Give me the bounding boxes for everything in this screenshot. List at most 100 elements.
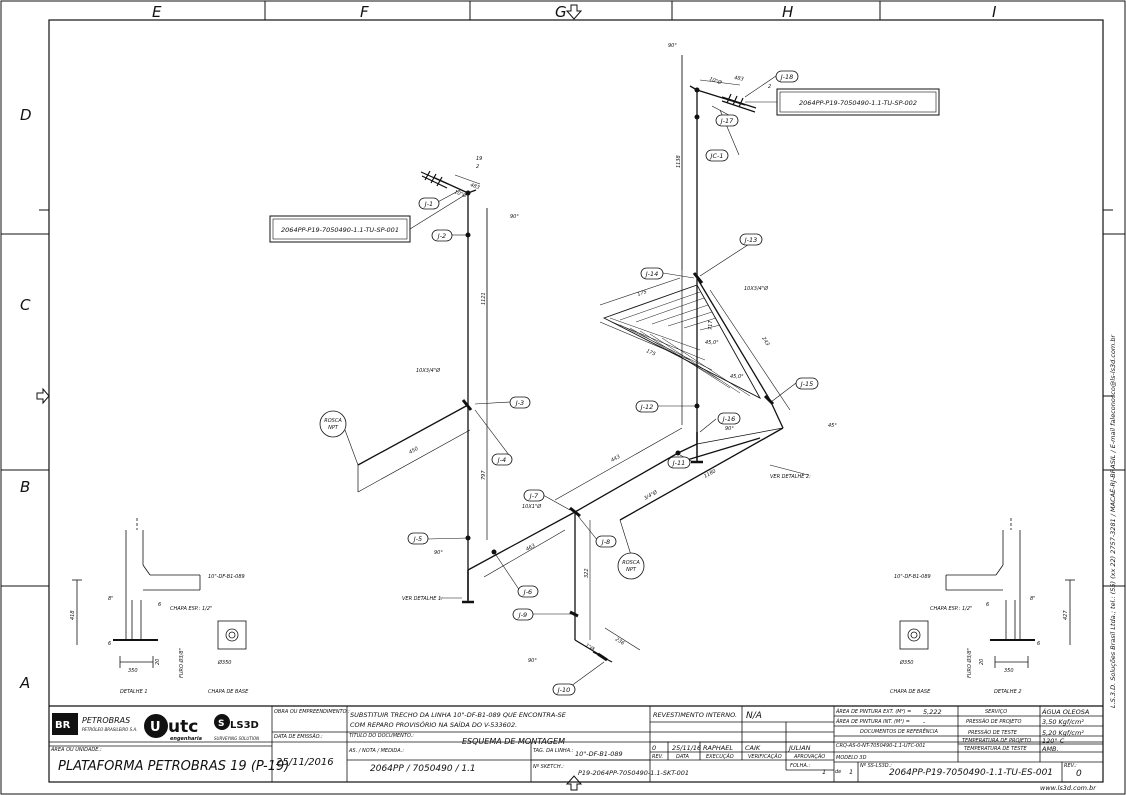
angle-45-2: 45,0°	[730, 374, 744, 380]
br-logo-icon: BR	[55, 720, 71, 731]
petrobras-sub: PETRÓLEO BRASILEIRO S.A.	[82, 727, 138, 732]
rev-row-exec: RAPHAEL	[703, 744, 733, 752]
ls3d-name: LS3D	[230, 720, 259, 731]
dim-1180: 1180	[703, 468, 717, 479]
reducer-note-1: 10X3/4"Ø	[416, 367, 441, 374]
side-contact-text: L.S.3.D. Soluções Brasil Ltda.; tel.: (5…	[1108, 334, 1117, 708]
data-label: DATA DE EMISSÃO.:	[274, 733, 323, 740]
callout-j-17: J-17	[719, 117, 734, 125]
zone-b: B	[20, 478, 30, 496]
pintura-ext-value: 5,222	[923, 708, 942, 716]
rev-head-rev: REV.	[652, 754, 663, 760]
callout-j-3: J-3	[514, 399, 524, 407]
left-arrow-icon	[36, 387, 50, 405]
area-label: ÁREA OU UNIDADE.:	[50, 746, 102, 753]
spool-002-label: 2064PP-P19-7050490-1.1-TU-SP-002	[799, 99, 917, 107]
dim-483-b: 483	[734, 75, 744, 83]
detail-1-line: 10"-DF-B1-089	[208, 574, 245, 580]
as-value: 2064PP / 7050490 / 1.1	[370, 764, 476, 774]
tp-label: TEMPERATURA DE PROJETO	[962, 738, 1031, 744]
detail-2-texts: 10"-DF-B1-089 8" 427 CHAPA ESP.: 1/2" 35…	[890, 574, 1069, 695]
centering-arrows	[36, 4, 583, 791]
callout-j-4: J-4	[496, 456, 506, 464]
tag-label: TAG. DA LINHA.:	[533, 748, 574, 754]
zone-d: D	[20, 106, 32, 124]
utc-logo: U	[144, 714, 168, 738]
dim-463: 463	[525, 543, 536, 553]
callout-j-8: J-8	[600, 538, 610, 546]
detail-2-size: 8"	[1030, 596, 1035, 602]
gasket-qty-2b: 2	[768, 84, 771, 90]
rev-row-rev: 0	[652, 744, 656, 752]
detail-1-title: DETALHE 1	[120, 689, 148, 695]
bottom-arrow-icon	[565, 775, 583, 791]
angle-90-4: 90°	[725, 426, 734, 432]
spool-tags	[269, 88, 940, 243]
callout-j-9: J-9	[517, 611, 527, 619]
pt-value: 5,20 Kgf/cm²	[1042, 729, 1084, 737]
detail-2-dia: Ø350	[899, 659, 913, 666]
rosca-label-1: ROSCA	[324, 418, 342, 424]
angle-90-2: 90°	[434, 550, 443, 556]
zone-h: H	[782, 3, 793, 21]
detail-2-thk: 20	[979, 659, 985, 665]
callout-j-10: J-10	[556, 686, 571, 694]
gasket-qty-2a: 2	[476, 164, 479, 170]
docs-label: DOCUMENTOS DE REFERÊNCIA	[860, 727, 939, 735]
pp-label: PRESSÃO DE PROJETO	[966, 718, 1021, 725]
dim-236: 236	[614, 637, 625, 647]
see-detail-2: VER DETALHE 2:	[770, 474, 811, 480]
rev-head-verif: VERIFICAÇÃO	[748, 753, 782, 760]
pipe-size-10-a: 10"Ø	[453, 188, 468, 199]
piping-lines	[357, 55, 784, 659]
utc-name: utc	[168, 717, 198, 737]
dim-797: 797	[481, 470, 487, 480]
pt-label: PRESSÃO DE TESTE	[968, 729, 1018, 736]
detail-2	[899, 518, 1075, 668]
joint-callout-labels: J-1 J-2 J-3 J-4 J-5 J-6 J-7 J-8 J-9 J-10…	[412, 73, 813, 694]
zone-f: F	[360, 3, 369, 21]
thread-markers	[319, 410, 645, 580]
dim-450: 450	[408, 446, 419, 456]
detail-1-weld-b: 6	[108, 641, 111, 647]
detail-2-line: 10"-DF-B1-089	[894, 574, 931, 580]
obra-line-1: SUBSTITUIR TRECHO DA LINHA 10"-DF-B1-089…	[350, 711, 567, 719]
reducer-note-3: 10X1"Ø	[522, 503, 542, 510]
utc-logo-icon: U	[150, 720, 161, 735]
callout-j-7: J-7	[528, 492, 539, 500]
as-label: AS. / NOTA / MEDIDA.:	[348, 748, 404, 754]
dim-322: 322	[584, 568, 590, 578]
detail-1-dia: Ø350	[217, 659, 231, 666]
pintura-int-value: -	[923, 718, 926, 726]
npt-label-2: NPT	[626, 567, 637, 573]
joint-callouts	[407, 70, 819, 696]
servico-label: SERVIÇO	[985, 709, 1007, 715]
zone-a: A	[19, 674, 30, 692]
angle-45-1: 45,0°	[705, 340, 719, 346]
detail-1-base-title: CHAPA DE BASE	[208, 689, 249, 695]
pipe-supports	[462, 432, 703, 604]
callout-j-6: J-6	[522, 588, 532, 596]
revest-value: N/A	[746, 711, 762, 721]
angle-90-1: 90°	[510, 214, 519, 220]
callout-j-1: J-1	[423, 200, 433, 208]
rev-head-aprov: APROVAÇÃO	[793, 753, 825, 760]
doc-2: MODELO 3D	[836, 755, 867, 761]
pipe-size-1: 1"Ø	[584, 642, 597, 653]
callout-j-2: J-2	[436, 232, 446, 240]
utc-sub: engenharia	[170, 736, 203, 742]
reducer-note-2: 10X3/4"Ø	[744, 285, 769, 292]
servico-value: ÁGUA OLEOSA	[1041, 707, 1089, 716]
revest-label: REVESTIMENTO INTERNO.	[653, 711, 737, 719]
area-value: PLATAFORMA PETROBRAS 19 (P-19)	[58, 759, 289, 774]
zone-g: G	[555, 3, 567, 21]
callout-j-13: J-13	[743, 236, 758, 244]
pipe-size-10-b: 10"Ø	[708, 75, 723, 86]
rev-row-verif: CAIK	[745, 744, 761, 752]
tt-label: TEMPERATURA DE TESTE	[964, 746, 1027, 752]
dim-1121: 1121	[481, 292, 487, 305]
dim-175-a: 175	[637, 289, 648, 298]
detail-1-thk: 20	[155, 659, 161, 665]
zone-letters: E F G H I D C B A	[19, 3, 997, 692]
